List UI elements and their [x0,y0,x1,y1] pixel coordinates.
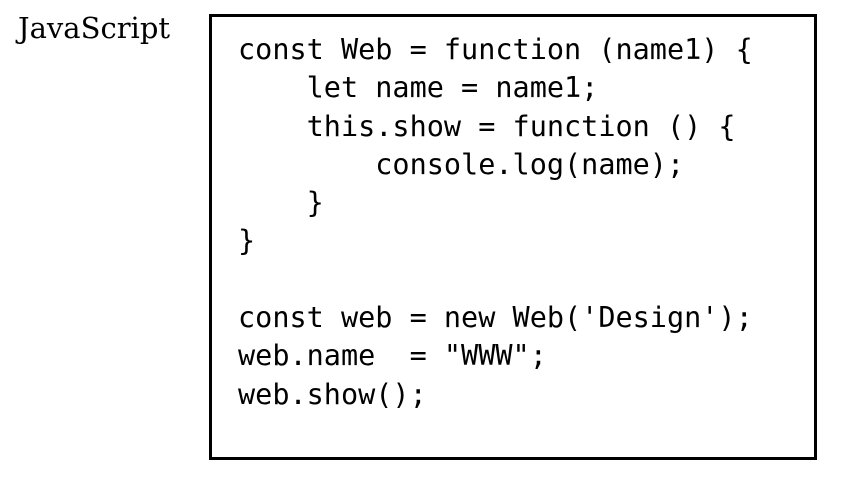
code-line: const web = new Web('Design'); [238,301,753,335]
code-line [238,261,753,299]
code-block: const Web = function (name1) { let name … [238,31,753,414]
code-line: const Web = function (name1) { [238,33,753,66]
code-line: web.show(); [238,377,427,411]
code-line: this.show = function () { [238,109,736,143]
code-line: } [238,224,256,258]
code-line: console.log(name); [238,147,685,181]
language-label: JavaScript [18,11,171,45]
code-line: web.name = "WWW"; [238,339,547,373]
code-line: } [238,186,324,220]
code-line: let name = name1; [238,71,599,105]
code-box: const Web = function (name1) { let name … [209,14,817,460]
